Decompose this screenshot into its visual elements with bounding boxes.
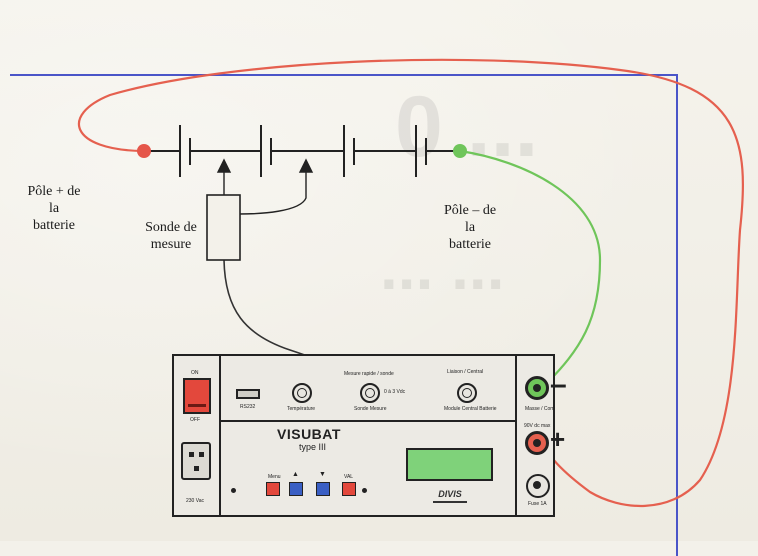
- inlet-pin: [189, 452, 194, 457]
- visubat-device: ON OFF 230 Vac RS232 Température Mesure …: [172, 354, 567, 517]
- key-menu-label: Menu: [268, 474, 281, 480]
- jack-plus[interactable]: [525, 431, 549, 455]
- pole-minus-dot: [453, 144, 467, 158]
- fuse-label: Fuse 1A: [528, 501, 547, 507]
- key-val-label: VAL: [344, 474, 354, 480]
- sonde-probe-box: [206, 194, 241, 261]
- key-up-arrow-icon: ▲: [292, 471, 299, 478]
- label-pole-minus: Pôle – de la batterie: [443, 203, 497, 252]
- device-divider: [219, 420, 516, 422]
- sonde-port-top-label: Mesure rapide / sonde: [344, 371, 394, 377]
- rs232-label: RS232: [240, 404, 256, 410]
- plus-sign: +: [550, 424, 566, 454]
- green-wire-pole-minus: [459, 149, 602, 386]
- down-key[interactable]: [316, 482, 330, 496]
- device-divider: [219, 356, 221, 515]
- sonde-port-label: Sonde Mesure: [354, 406, 387, 412]
- brand-name: VISUBAT: [277, 426, 341, 442]
- jack-plus-label: 90V dc max: [524, 423, 551, 429]
- switch-on-label: ON: [191, 370, 199, 376]
- inlet-pin: [194, 466, 199, 471]
- diagram-frame: [10, 74, 678, 556]
- sonde-mesure-port[interactable]: [360, 383, 380, 403]
- jack-minus-label: Masse / Com: [525, 406, 555, 412]
- module-port-label: Module Central Batterie: [444, 406, 497, 412]
- lcd-display: [406, 448, 493, 481]
- power-voltage-label: 230 Vac: [186, 498, 204, 504]
- label-pole-plus: Pôle + de la batterie: [27, 184, 81, 233]
- minus-sign: –: [550, 368, 567, 401]
- panel-screw: [231, 488, 236, 493]
- module-port-top-label: Liaison / Central: [447, 369, 484, 375]
- inlet-pin: [199, 452, 204, 457]
- red-wire-pole-plus: [78, 58, 745, 507]
- label-sonde-de-mesure: Sonde de mesure: [145, 220, 197, 252]
- val-key[interactable]: [342, 482, 356, 496]
- fuse-holder[interactable]: [526, 474, 550, 498]
- power-inlet[interactable]: [181, 442, 211, 480]
- rs232-connector[interactable]: [236, 389, 260, 399]
- battery-cells: [147, 125, 458, 177]
- panel-screw: [362, 488, 367, 493]
- module-central-port[interactable]: [457, 383, 477, 403]
- manufacturer-logo: DIVIS: [433, 488, 467, 503]
- switch-off-label: OFF: [190, 417, 200, 423]
- pole-plus-dot: [137, 144, 151, 158]
- menu-key[interactable]: [266, 482, 280, 496]
- device-divider: [515, 356, 517, 515]
- key-down-arrow-icon: ▼: [319, 471, 326, 478]
- up-key[interactable]: [289, 482, 303, 496]
- model-name: type III: [299, 442, 327, 452]
- sonde-probe-arrows: [216, 158, 314, 215]
- temperature-label: Température: [287, 406, 316, 412]
- power-switch[interactable]: [183, 378, 211, 414]
- sonde-port-side-label: 0 à 3 Vdc: [384, 389, 406, 395]
- temperature-port[interactable]: [292, 383, 312, 403]
- jack-minus[interactable]: [525, 376, 549, 400]
